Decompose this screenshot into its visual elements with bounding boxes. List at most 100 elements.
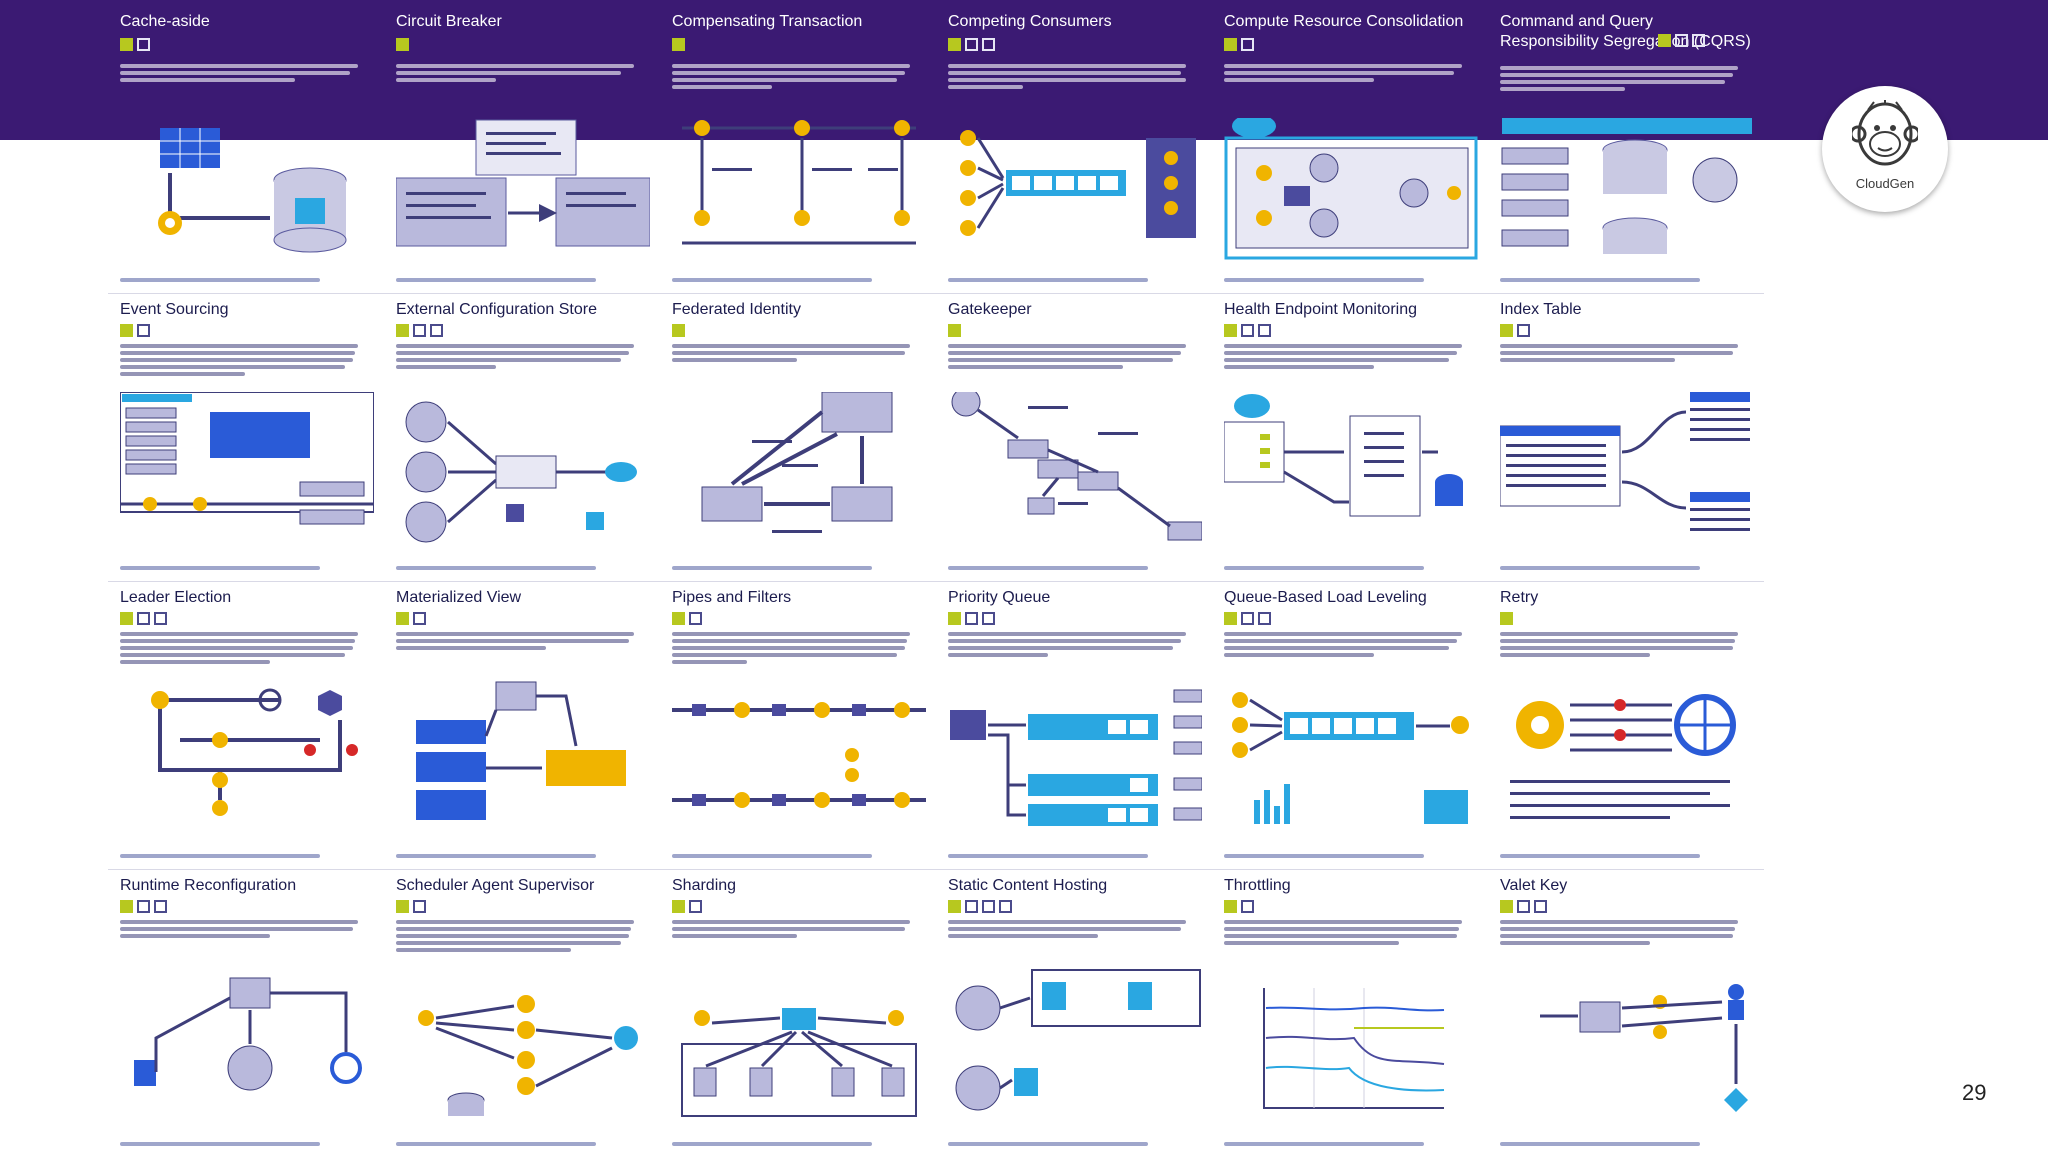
throttling-diagram xyxy=(1263,988,1445,1109)
category-icons xyxy=(1500,612,1513,625)
resiliency-icon xyxy=(672,38,685,51)
monkey-icon xyxy=(1852,100,1918,166)
retry-diagram xyxy=(1510,694,1736,819)
cloudgen-logo: CloudGen xyxy=(1822,86,1948,212)
category-icons xyxy=(120,900,167,913)
queue-based-load-leveling-diagram xyxy=(1232,692,1469,824)
pattern-description xyxy=(120,64,370,85)
management-icon xyxy=(413,324,426,337)
more-info-link xyxy=(1224,1142,1424,1146)
pattern-grid: Cache-aside Circuit Breaker xyxy=(108,8,1776,1148)
pattern-title: Cache-aside xyxy=(120,13,210,30)
pattern-card: Index Table xyxy=(1488,296,1758,576)
pattern-description xyxy=(1224,920,1474,948)
more-info-link xyxy=(948,278,1148,282)
devops-icon xyxy=(154,900,167,913)
performance-icon xyxy=(1692,34,1705,47)
more-info-link xyxy=(120,566,320,570)
pattern-title: Leader Election xyxy=(120,589,232,606)
pattern-description xyxy=(948,920,1198,941)
pattern-card: Static Content Hosting xyxy=(936,872,1206,1152)
pattern-title: Priority Queue xyxy=(948,589,1051,606)
pattern-card: Runtime Reconfiguration xyxy=(108,872,378,1152)
more-info-link xyxy=(1500,566,1700,570)
pattern-description xyxy=(120,632,370,667)
pattern-description xyxy=(1500,66,1750,94)
resiliency-icon xyxy=(1500,612,1513,625)
scheduler-agent-supervisor-diagram xyxy=(418,995,638,1116)
design-icon xyxy=(120,900,133,913)
category-icons xyxy=(672,900,702,913)
pattern-card: Pipes and Filters xyxy=(660,584,930,864)
more-info-link xyxy=(672,1142,872,1146)
pattern-title: Retry xyxy=(1500,589,1539,606)
performance-icon xyxy=(1241,900,1254,913)
pattern-card: Event Sourcing xyxy=(108,296,378,576)
resiliency-icon xyxy=(1258,612,1271,625)
pattern-description xyxy=(672,632,922,667)
design-icon xyxy=(672,612,685,625)
pattern-card: Health Endpoint Monitoring xyxy=(1212,296,1482,576)
pattern-description xyxy=(1500,632,1750,660)
pattern-description xyxy=(120,344,370,379)
cqrs-diagram xyxy=(1501,118,1752,254)
pattern-card: Priority Queue xyxy=(936,584,1206,864)
category-icons xyxy=(1224,38,1254,51)
compensating-transaction-diagram xyxy=(682,120,916,245)
category-icons xyxy=(120,324,150,337)
more-info-link xyxy=(672,278,872,282)
pattern-card: Federated Identity xyxy=(660,296,930,576)
pattern-title: Pipes and Filters xyxy=(672,589,792,606)
performance-icon xyxy=(137,38,150,51)
more-info-link xyxy=(396,1142,596,1146)
design-icon xyxy=(120,612,133,625)
performance-icon xyxy=(1517,324,1530,337)
data-management-icon xyxy=(1500,900,1513,913)
pattern-description xyxy=(396,344,646,372)
pattern-description xyxy=(396,920,646,955)
circuit-breaker-diagram xyxy=(396,119,650,247)
pattern-card: Materialized View xyxy=(384,584,654,864)
category-icons xyxy=(1500,324,1530,337)
availability-icon xyxy=(1224,324,1237,337)
more-info-link xyxy=(672,566,872,570)
design-icon xyxy=(396,324,409,337)
more-info-link xyxy=(672,854,872,858)
top-banner xyxy=(0,0,2048,140)
row-divider xyxy=(108,869,1764,870)
pattern-title: Index Table xyxy=(1500,301,1582,318)
category-icons xyxy=(672,38,685,51)
pattern-card: Compute Resource Consolidation xyxy=(1212,8,1482,288)
pattern-title: Throttling xyxy=(1224,877,1291,894)
category-icons xyxy=(1224,324,1271,337)
cache-aside-diagram xyxy=(158,128,347,253)
category-icons xyxy=(120,612,167,625)
more-info-link xyxy=(1500,854,1700,858)
more-info-link xyxy=(1500,278,1700,282)
performance-icon xyxy=(137,324,150,337)
availability-icon xyxy=(1224,612,1237,625)
performance-icon xyxy=(1241,612,1254,625)
pattern-card: Valet Key xyxy=(1488,872,1758,1152)
category-icons xyxy=(1224,900,1254,913)
more-info-link xyxy=(948,566,1148,570)
more-info-link xyxy=(120,854,320,858)
pattern-card: Throttling xyxy=(1212,872,1482,1152)
pattern-title: Static Content Hosting xyxy=(948,877,1108,894)
category-icons xyxy=(948,324,961,337)
valet-key-diagram xyxy=(1540,984,1748,1112)
devops-icon xyxy=(430,324,443,337)
event-sourcing-diagram xyxy=(120,392,374,525)
pattern-description xyxy=(672,920,922,941)
design-icon xyxy=(948,900,961,913)
more-info-link xyxy=(1224,566,1424,570)
management-icon xyxy=(1241,38,1254,51)
category-icons xyxy=(672,324,685,337)
pattern-card: Retry xyxy=(1488,584,1758,864)
more-info-link xyxy=(1500,1142,1700,1146)
page-number: 29 xyxy=(1962,1080,1987,1105)
data-management-icon xyxy=(965,900,978,913)
category-icons xyxy=(948,612,995,625)
sharding-diagram xyxy=(681,1008,917,1117)
more-info-link xyxy=(948,854,1148,858)
